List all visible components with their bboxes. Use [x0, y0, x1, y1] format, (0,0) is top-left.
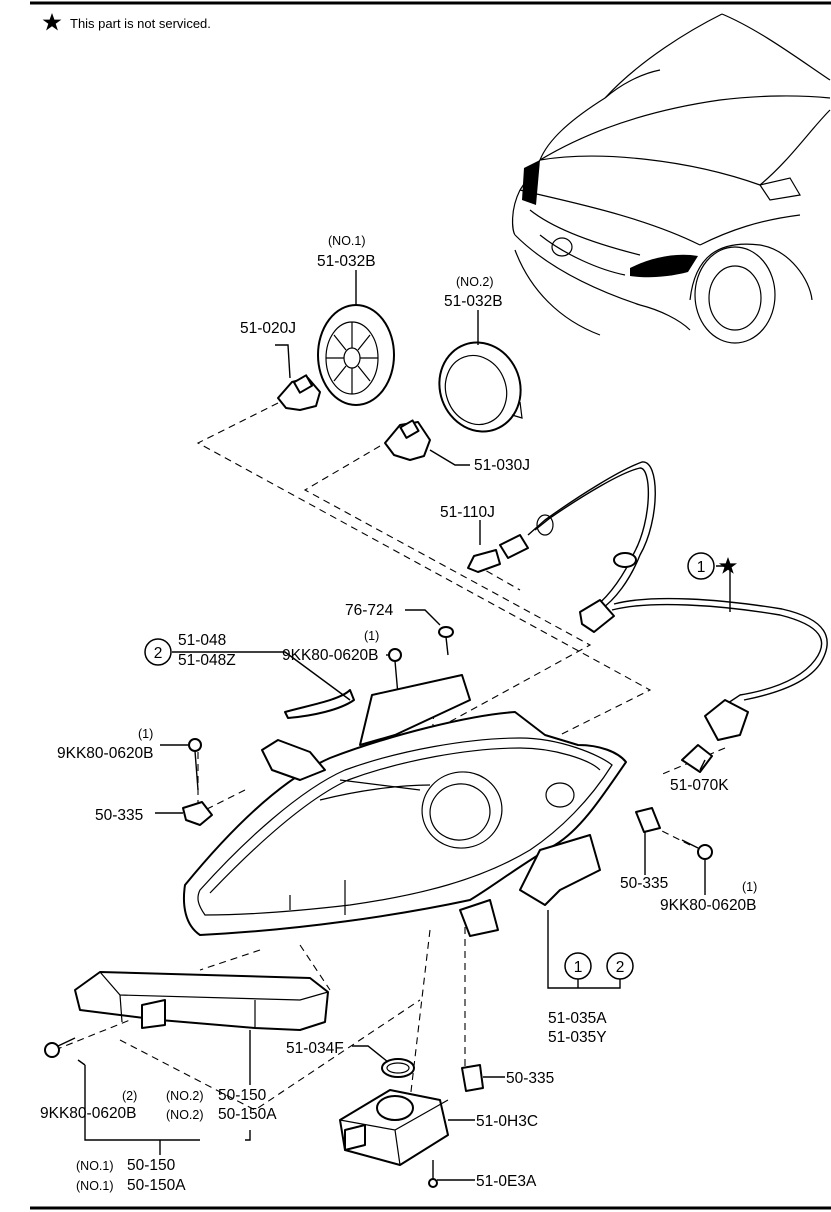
vehicle-illustration — [512, 13, 831, 344]
label-bracket-no1: 50-150 — [127, 1157, 176, 1174]
label-bracket-no1a-qualifier: (NO.1) — [76, 1179, 114, 1193]
screw-left — [188, 738, 202, 791]
headlamp-assembly — [182, 674, 627, 937]
label-headlamp-y: 51-035Y — [548, 1029, 607, 1046]
label-seal-b: 51-048Z — [178, 652, 236, 669]
label-bulb-110: 51-110J — [440, 504, 495, 521]
note-text: This part is not serviced. — [70, 16, 211, 31]
lower-bracket — [74, 971, 329, 1031]
ref-seal-number: 2 — [154, 645, 163, 662]
ref-markers-headlamp: 1 2 — [564, 952, 634, 980]
label-seal-a: 51-048 — [178, 632, 226, 649]
label-bulb-020: 51-020J — [240, 320, 296, 337]
label-screw-right: 9KK80-0620B — [660, 897, 757, 914]
label-bracket-no1a: 50-150A — [127, 1177, 186, 1194]
bulb-51-030j — [384, 419, 431, 461]
label-screw-top-qty: (1) — [364, 629, 379, 643]
screw-right — [681, 839, 713, 860]
service-note: This part is not serviced. — [42, 13, 211, 31]
ref-marker-harness: 1 — [687, 552, 737, 580]
label-ballast-screw: 51-0E3A — [476, 1173, 537, 1190]
nut-right — [635, 807, 661, 833]
socket-cover-no2 — [438, 341, 523, 433]
label-socket-cover-no2: 51-032B — [444, 293, 503, 310]
ref-marker-seal: 2 — [144, 638, 172, 666]
ballast-screw — [428, 1160, 438, 1188]
label-screw-top: 9KK80-0620B — [282, 647, 379, 664]
star-icon — [42, 13, 62, 31]
label-clip-724: 76-724 — [345, 602, 394, 619]
label-bulb-070: 51-070K — [670, 777, 729, 794]
leader-lines — [77, 270, 731, 1181]
nut-left — [182, 801, 213, 826]
label-bracket-no2: 50-150 — [218, 1087, 267, 1104]
clip-76-724 — [438, 626, 454, 656]
label-screw-bottom: 9KK80-0620B — [40, 1105, 137, 1122]
ref-harness-number: 1 — [697, 559, 706, 576]
label-socket-cover-no1: 51-032B — [317, 253, 376, 270]
wiring-harness — [527, 461, 828, 773]
label-socket-cover-no2-qualifier: (NO.2) — [456, 275, 494, 289]
label-bracket-no2-qualifier: (NO.2) — [166, 1089, 204, 1103]
label-screw-bottom-qty: (2) — [122, 1089, 137, 1103]
label-headlamp-a: 51-035A — [548, 1010, 607, 1027]
screw-bottom — [44, 1037, 76, 1058]
label-screw-right-qty: (1) — [742, 880, 757, 894]
label-socket-cover-no1-qualifier: (NO.1) — [328, 234, 366, 248]
nut-bottom — [461, 1064, 484, 1092]
star-icon — [719, 557, 737, 574]
label-nut-left: 50-335 — [95, 807, 143, 824]
label-bracket-no2a: 50-150A — [218, 1106, 277, 1123]
socket-cover-no1 — [317, 304, 395, 406]
seal-strip — [284, 689, 355, 719]
ref-headlamp-2: 2 — [616, 959, 625, 976]
ring-51-034f — [381, 1058, 415, 1078]
label-ring-034: 51-034F — [286, 1040, 344, 1057]
label-nut-bottom: 50-335 — [506, 1070, 554, 1087]
label-bulb-030: 51-030J — [474, 457, 530, 474]
ballast-unit — [339, 1089, 449, 1166]
label-screw-left-qty: (1) — [138, 727, 153, 741]
bulb-51-020j — [277, 374, 321, 411]
ref-headlamp-1: 1 — [574, 959, 583, 976]
label-bracket-no2a-qualifier: (NO.2) — [166, 1108, 204, 1122]
label-nut-right: 50-335 — [620, 875, 668, 892]
label-ballast: 51-0H3C — [476, 1113, 538, 1130]
label-bracket-no1-qualifier: (NO.1) — [76, 1159, 114, 1173]
bulb-51-110j — [467, 534, 529, 573]
label-screw-left: 9KK80-0620B — [57, 745, 154, 762]
